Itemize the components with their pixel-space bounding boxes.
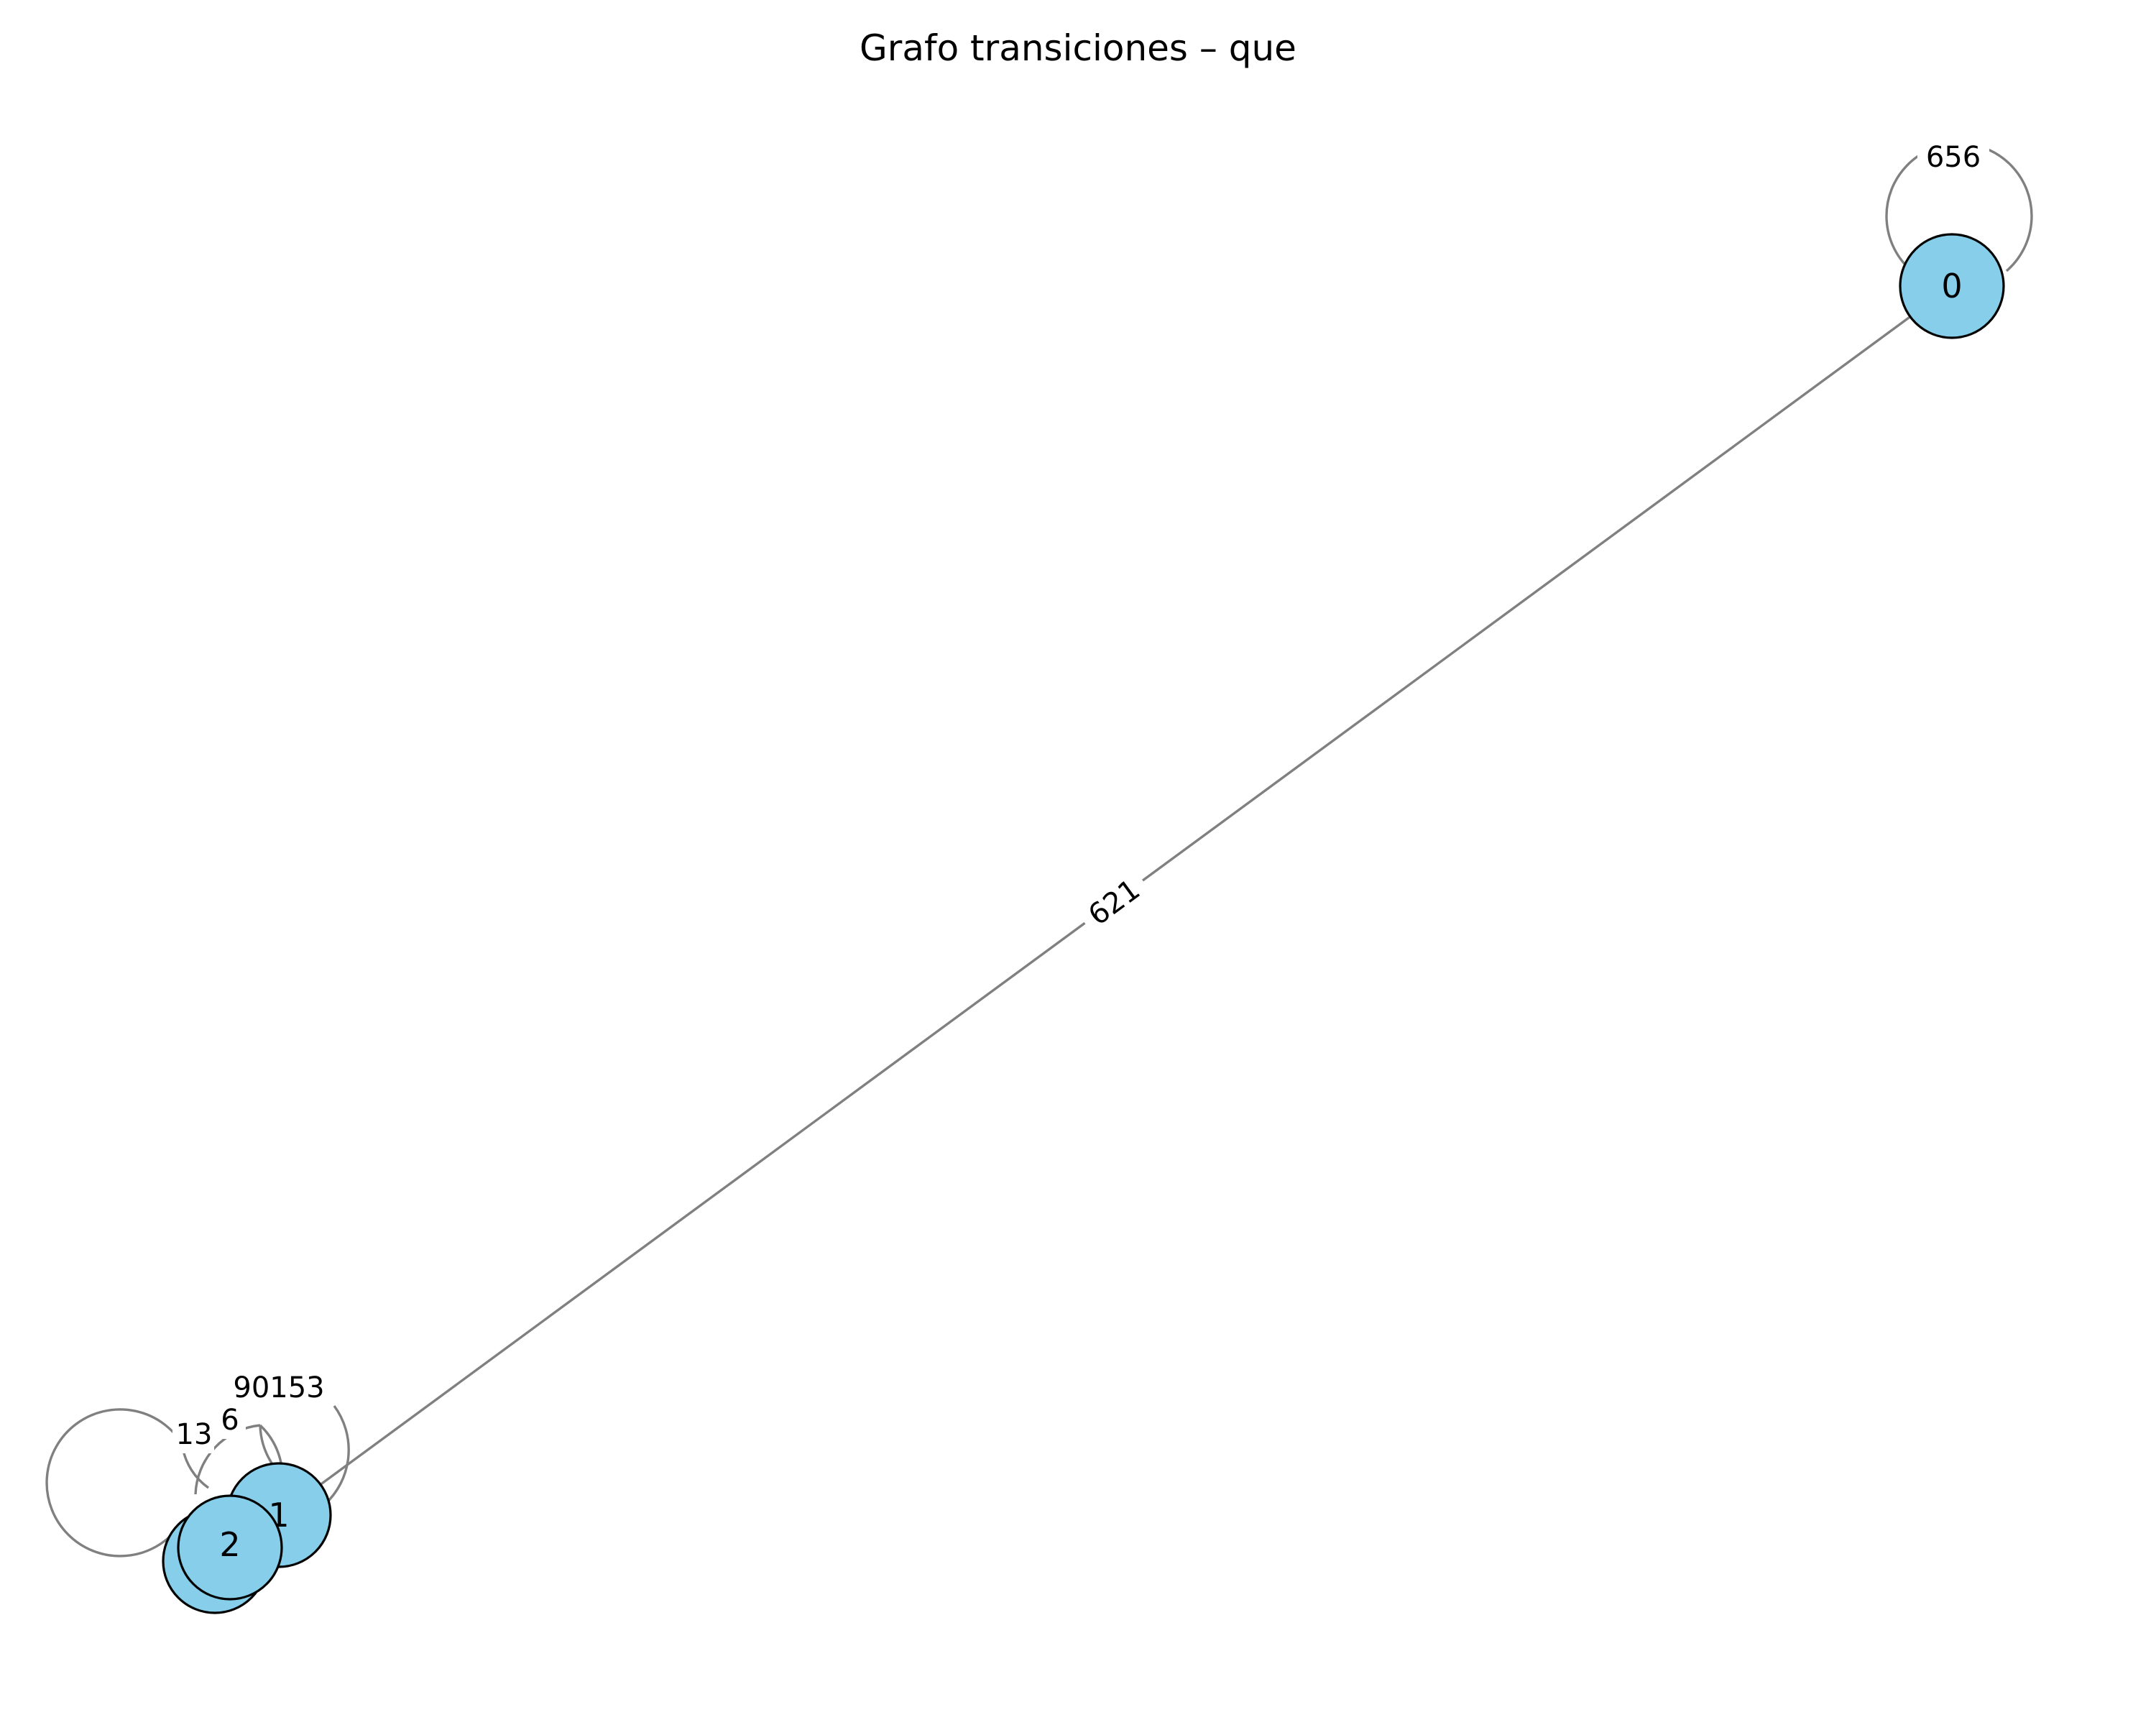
svg-text:6: 6 [221,1404,239,1437]
edge-label-0-0: 656 [1917,137,1989,177]
node-2-label: 2 [219,1525,240,1564]
self-loop-3 [45,1408,185,1558]
edge-label-0-1: 621 [1072,863,1155,940]
edge-labels: 656 621 90153 6 13 [172,137,1989,1453]
svg-text:90153: 90153 [233,1371,324,1404]
svg-text:656: 656 [1926,141,1981,174]
node-2-circle [177,1494,283,1601]
edge-label-1-1: 90153 [226,1367,332,1407]
edge-label-3-3: 13 [172,1414,214,1453]
node-0-label: 0 [1941,267,1962,305]
node-0: 0 [1899,233,2005,339]
node-0-circle [1899,233,2005,339]
svg-text:13: 13 [176,1418,213,1451]
nodes: 0 1 3 2 [162,233,2005,1614]
self-loop-1b [323,1404,350,1506]
graph-title: Grafo transiciones – que [860,27,1296,69]
node-2: 2 [177,1494,283,1601]
self-loop-2 [194,1424,261,1495]
edge-label-2-2: 6 [214,1400,246,1439]
edges [45,142,2033,1558]
